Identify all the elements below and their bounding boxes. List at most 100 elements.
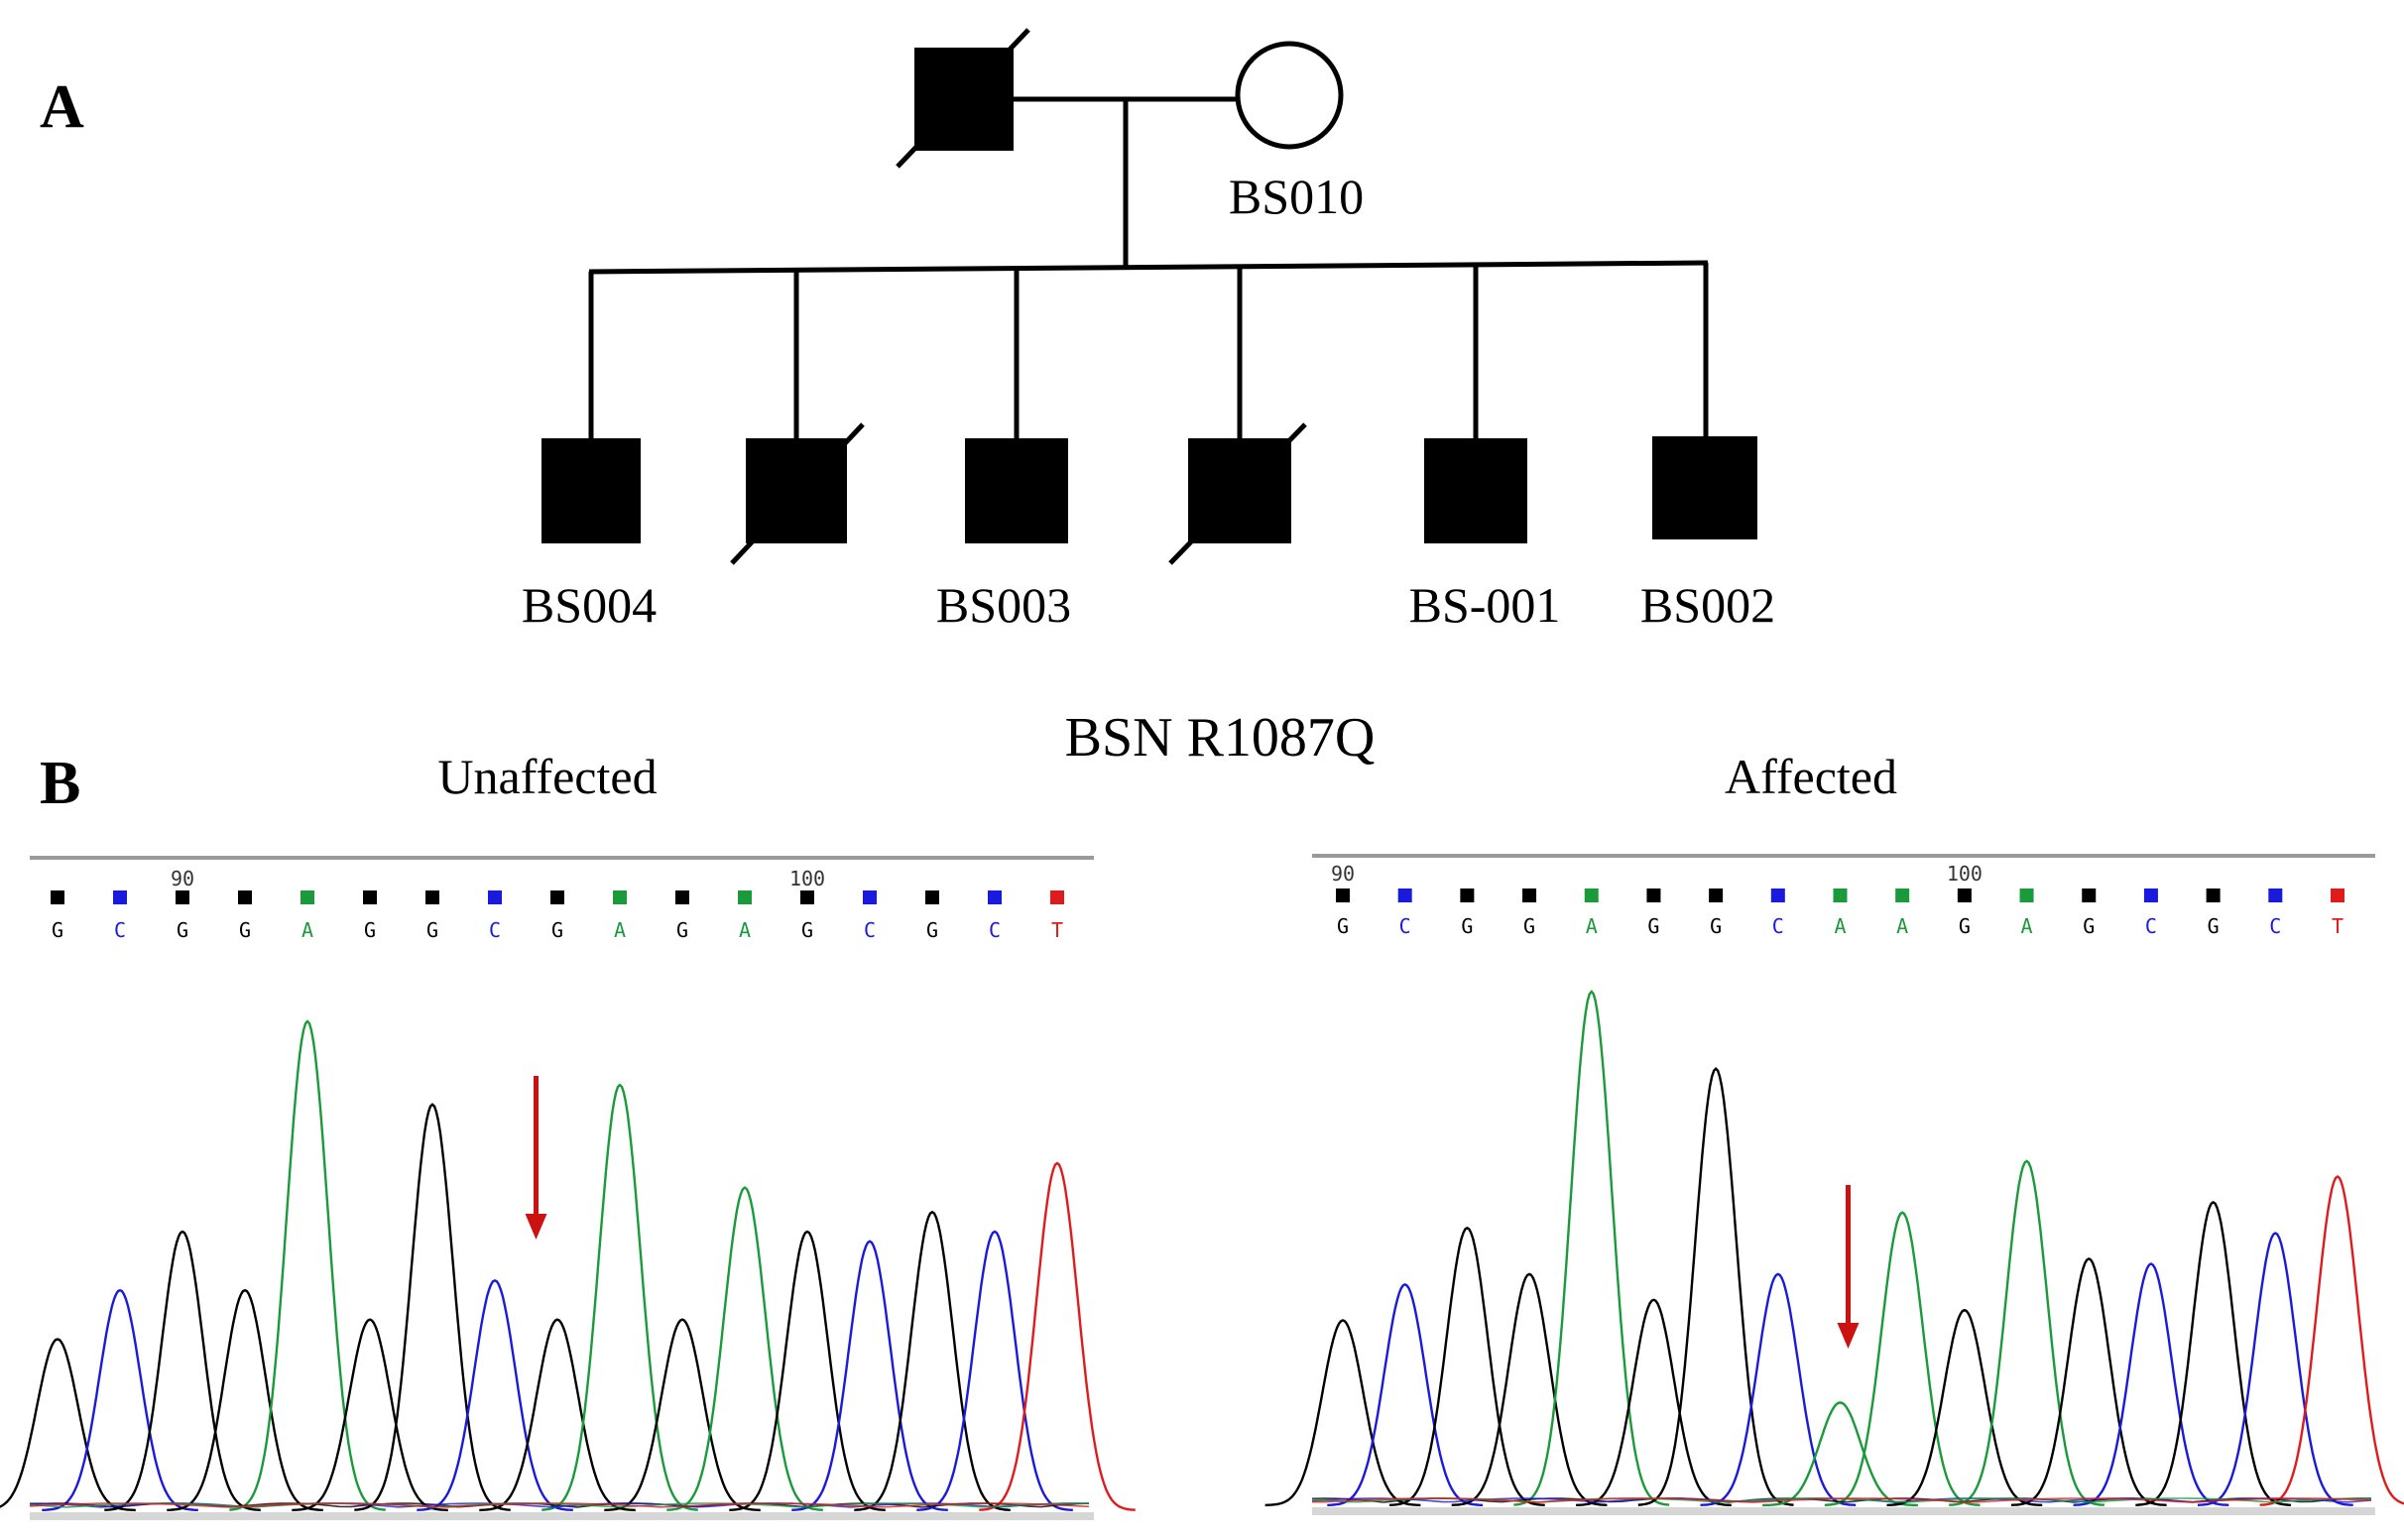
trace-peak — [1576, 1298, 1732, 1506]
base-call-letter: G — [177, 918, 188, 942]
position-label: 100 — [789, 867, 825, 890]
trace-peak — [729, 1230, 886, 1511]
trace-peak — [2073, 1262, 2229, 1506]
pedigree-mother: BS010 — [1229, 41, 1364, 224]
trace-peak — [1824, 1211, 1981, 1506]
base-call-marker — [2019, 888, 2034, 902]
trace-peak — [167, 1288, 323, 1511]
trace-peak — [42, 1288, 198, 1511]
trace-peak — [354, 1103, 511, 1511]
base-call-letter: G — [1647, 914, 1659, 938]
base-call-letter: T — [1051, 918, 1063, 942]
affected-male-symbol — [965, 438, 1068, 543]
base-call-marker — [1397, 888, 1412, 902]
base-call-letter: G — [1523, 914, 1535, 938]
base-call-letter: C — [989, 918, 1001, 942]
base-call-marker — [1522, 888, 1537, 902]
trace-peak — [2135, 1200, 2292, 1506]
trace-peak — [292, 1318, 448, 1512]
deceased-slash — [1168, 422, 1307, 565]
base-call-marker — [238, 890, 252, 904]
base-call-marker — [176, 890, 189, 904]
trace-peak — [1886, 1308, 2043, 1506]
position-label: 90 — [1331, 862, 1355, 886]
base-call-marker — [613, 890, 627, 904]
base-call-letter: G — [551, 918, 563, 942]
pedigree-children: BS004 BS003 BS-001 BS002 — [522, 263, 1775, 633]
trace-peak — [604, 1318, 761, 1512]
base-call-marker — [2206, 888, 2221, 902]
trace-peak — [2010, 1257, 2167, 1506]
pedigree-father — [896, 28, 1030, 169]
trace-peak — [0, 1338, 136, 1512]
trace-title-affected: Affected — [1725, 749, 1897, 804]
base-call-marker — [2143, 888, 2158, 902]
base-call-letter: C — [1772, 914, 1784, 938]
position-label: 100 — [1947, 862, 1983, 886]
trace-peak — [1637, 1066, 1794, 1506]
base-call-letter: G — [1959, 914, 1971, 938]
base-call-marker — [1833, 888, 1848, 902]
trace-peak — [1451, 1272, 1608, 1506]
trace-peak — [1762, 1401, 1918, 1507]
child-label: BS-001 — [1409, 577, 1561, 633]
base-call-letter: G — [1461, 914, 1473, 938]
base-call-letter: C — [2269, 914, 2281, 938]
child-label: BS002 — [1640, 577, 1775, 633]
base-call-marker — [863, 890, 877, 904]
base-call-marker — [113, 890, 127, 904]
base-call-letter: A — [2021, 914, 2033, 938]
base-call-marker — [300, 890, 314, 904]
trace-peak — [541, 1083, 698, 1511]
deceased-slash — [896, 28, 1030, 169]
base-call-letter: C — [864, 918, 876, 942]
base-call-marker — [1336, 888, 1350, 902]
base-call-marker — [363, 890, 377, 904]
base-call-marker — [1584, 888, 1599, 902]
trace-peak — [2259, 1175, 2404, 1506]
base-call-marker — [1050, 890, 1064, 904]
base-call-letter: C — [1399, 914, 1411, 938]
base-call-marker — [488, 890, 502, 904]
base-call-marker — [1646, 888, 1661, 902]
trace-title-unaffected: Unaffected — [437, 749, 657, 804]
trace-peak — [104, 1230, 261, 1511]
base-call-letter: A — [1586, 914, 1598, 938]
base-call-letter: G — [52, 918, 63, 942]
deceased-slash — [730, 422, 865, 565]
base-call-marker — [2331, 888, 2344, 902]
trace-peak — [417, 1278, 573, 1511]
trace-peak — [1700, 1272, 1857, 1506]
base-call-letter: G — [239, 918, 251, 942]
panel-b-label: B — [40, 750, 80, 817]
base-call-marker — [675, 890, 689, 904]
base-call-marker — [2082, 888, 2097, 902]
base-call-marker — [738, 890, 752, 904]
trace-peak — [916, 1230, 1073, 1511]
position-label: 90 — [171, 867, 194, 890]
affected-male-symbol — [541, 438, 641, 543]
base-call-letter: A — [301, 918, 313, 942]
trace-peak — [791, 1240, 948, 1511]
base-call-letter: G — [1337, 914, 1349, 938]
trace-peak — [1388, 1226, 1545, 1506]
base-call-letter: G — [426, 918, 438, 942]
mother-label: BS010 — [1229, 169, 1364, 224]
trace-peak — [666, 1186, 823, 1511]
base-call-letter: C — [114, 918, 126, 942]
variant-arrowhead — [525, 1214, 547, 1240]
base-call-letter: A — [1896, 914, 1908, 938]
trace-peak — [979, 1161, 1136, 1511]
base-call-marker — [988, 890, 1002, 904]
trace-peak — [2197, 1232, 2353, 1506]
base-call-letter: G — [2208, 914, 2220, 938]
base-call-letter: C — [2145, 914, 2157, 938]
base-call-marker — [1957, 888, 1972, 902]
base-call-letter: C — [489, 918, 501, 942]
base-call-letter: G — [364, 918, 376, 942]
base-call-marker — [550, 890, 564, 904]
base-call-letter: G — [801, 918, 813, 942]
